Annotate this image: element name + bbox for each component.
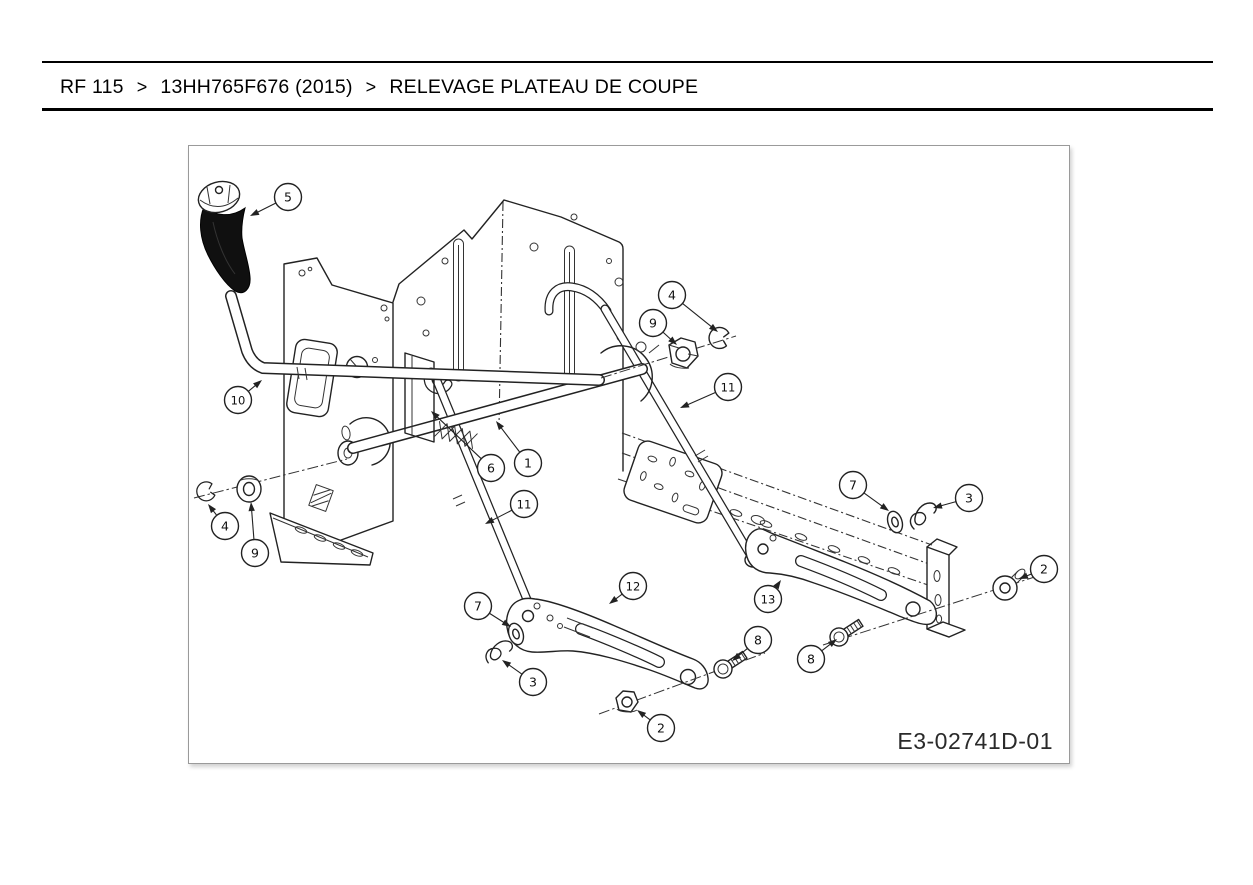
breadcrumb-item-0[interactable]: RF 115 — [60, 75, 124, 98]
svg-text:9: 9 — [649, 316, 657, 331]
hatched-cutout — [308, 484, 334, 512]
callout-8-17[interactable]: 8 — [732, 625, 773, 662]
lift-arm-right — [744, 528, 937, 626]
hairpin-clip-right — [909, 502, 937, 530]
svg-text:10: 10 — [231, 394, 246, 408]
svg-text:13: 13 — [761, 593, 776, 607]
e-ring-right — [708, 326, 730, 350]
callout-4-2[interactable]: 4 — [657, 280, 719, 333]
washer-right — [886, 510, 904, 534]
left-mounting-plate — [269, 257, 394, 566]
lift-handle-rod — [225, 290, 605, 386]
callout-5-0[interactable]: 5 — [250, 182, 303, 217]
lift-shaft — [347, 341, 660, 454]
breadcrumb: RF 115 >13HH765F676 (2015) > RELEVAGE PLATE… — [60, 72, 698, 102]
svg-text:8: 8 — [754, 633, 762, 648]
callout-7-15[interactable]: 7 — [463, 591, 512, 628]
svg-text:2: 2 — [1040, 562, 1048, 577]
svg-text:6: 6 — [487, 461, 495, 476]
diagram-code: E3-02741D-01 — [897, 728, 1053, 754]
callout-9-9[interactable]: 9 — [240, 502, 270, 568]
shoulder-bolt-left — [713, 650, 748, 679]
callout-3-11[interactable]: 3 — [933, 483, 984, 513]
callout-2-19[interactable]: 2 — [637, 710, 676, 743]
callout-1-6[interactable]: 1 — [496, 421, 543, 478]
svg-text:8: 8 — [807, 652, 815, 667]
washer-left — [507, 622, 525, 646]
plate-bottom-flange — [269, 512, 374, 566]
callout-3-16[interactable]: 3 — [502, 660, 548, 697]
callout-10-1[interactable]: 10 — [223, 380, 263, 415]
svg-text:11: 11 — [517, 498, 532, 512]
svg-text:5: 5 — [284, 190, 292, 205]
breadcrumb-item-1[interactable]: 13HH765F676 (2015) — [160, 75, 353, 98]
svg-text:2: 2 — [657, 721, 665, 736]
svg-text:7: 7 — [849, 478, 857, 493]
svg-text:11: 11 — [721, 381, 736, 395]
callout-8-18[interactable]: 8 — [796, 639, 838, 674]
callout-11-7[interactable]: 11 — [485, 489, 539, 525]
callout-11-4[interactable]: 11 — [680, 372, 743, 409]
lift-arm-left — [505, 597, 709, 690]
svg-text:4: 4 — [221, 519, 229, 534]
rail-end-channel — [926, 538, 966, 638]
svg-text:9: 9 — [251, 546, 259, 561]
svg-text:7: 7 — [474, 599, 482, 614]
callout-12-13[interactable]: 12 — [609, 571, 648, 605]
bushing-left — [236, 475, 262, 503]
hairpin-clip-left — [485, 640, 513, 664]
lever-knob — [197, 180, 251, 294]
callout-13-14[interactable]: 13 — [753, 580, 783, 614]
callout-9-3[interactable]: 9 — [638, 308, 678, 346]
breadcrumb-separator: > — [365, 76, 377, 97]
svg-text:3: 3 — [529, 675, 537, 690]
flange-nut-left — [615, 690, 639, 713]
svg-text:12: 12 — [626, 580, 641, 594]
flange-nut-right — [992, 568, 1026, 601]
svg-text:3: 3 — [965, 491, 973, 506]
callout-4-8[interactable]: 4 — [208, 504, 240, 541]
e-ring-left — [196, 481, 216, 502]
breadcrumb-item-2[interactable]: RELEVAGE PLATEAU DE COUPE — [389, 75, 699, 98]
header-rule-bottom — [42, 108, 1213, 111]
callout-7-10[interactable]: 7 — [838, 470, 890, 512]
lift-link-rod-right — [544, 282, 766, 568]
callout-6-5[interactable]: 6 — [431, 411, 506, 483]
header-rule-top — [42, 61, 1213, 63]
breadcrumb-separator: > — [136, 76, 148, 97]
svg-text:4: 4 — [668, 288, 676, 303]
callout-2-12[interactable]: 2 — [1019, 554, 1059, 584]
bushing-nut-right — [668, 337, 699, 369]
svg-text:1: 1 — [524, 456, 532, 471]
